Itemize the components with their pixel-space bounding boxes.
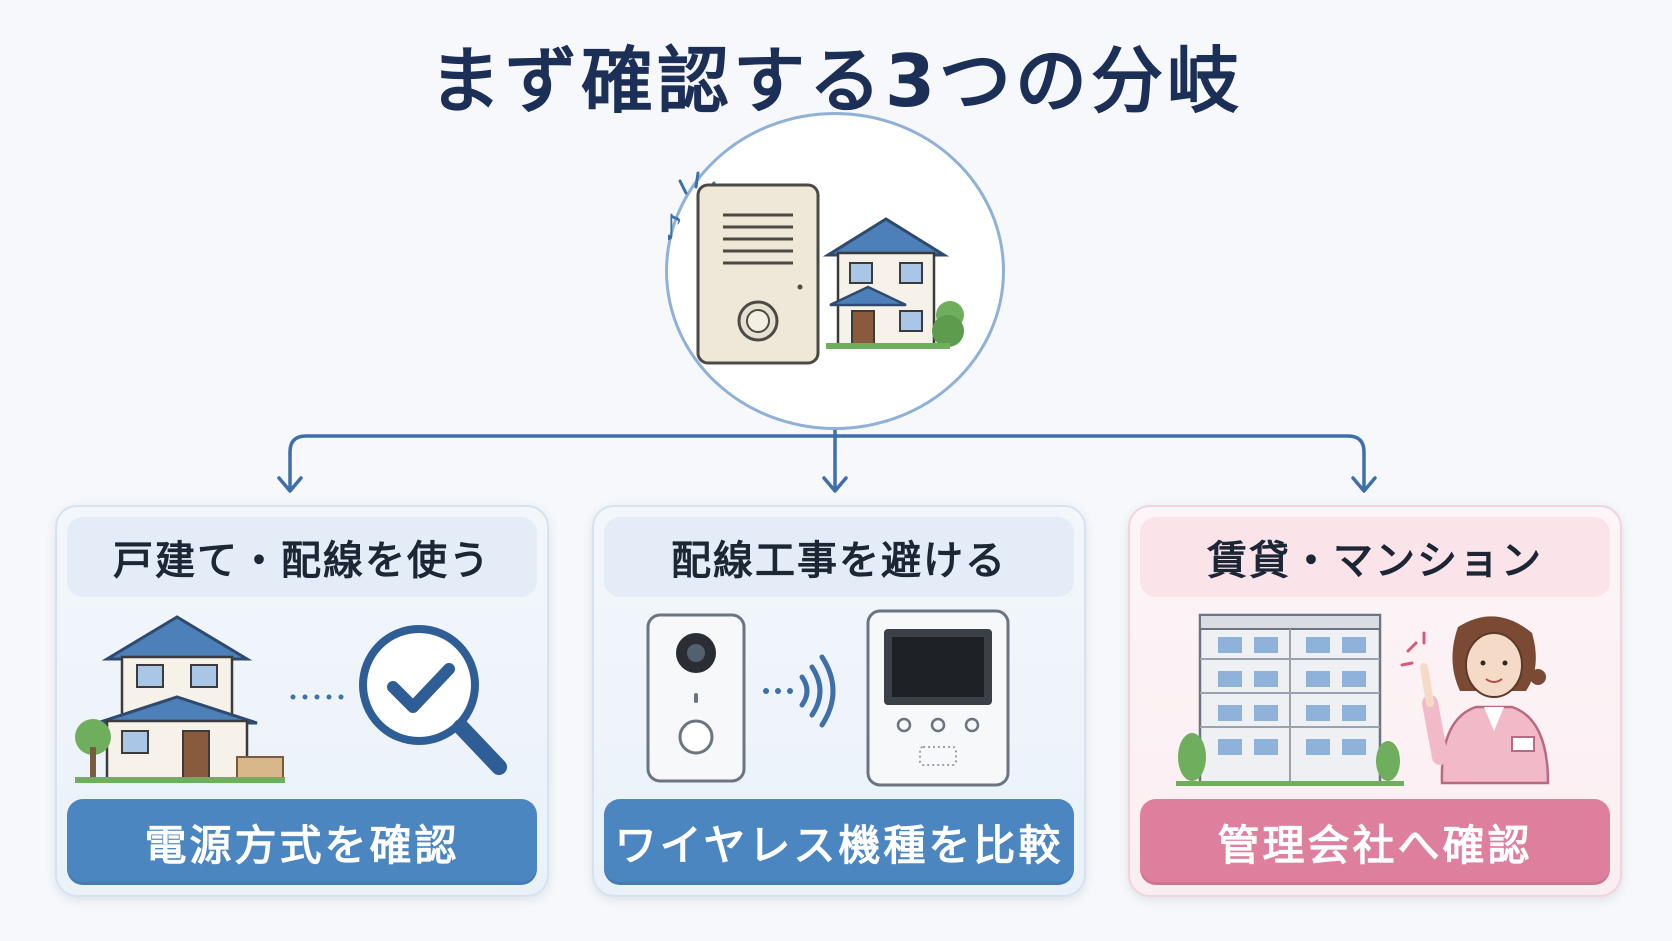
- intercom-unit-icon: [696, 183, 820, 365]
- branch-card-detached: 戸建て・配線を使う: [55, 505, 549, 897]
- branch-card-rental: 賃貸・マンション: [1128, 505, 1622, 897]
- branch-illustration: [67, 607, 541, 797]
- video-doorbell-icon: [646, 613, 746, 783]
- dotted-connector: [290, 694, 344, 700]
- monitor-unit-icon: [866, 609, 1010, 787]
- house-icon: [822, 217, 964, 349]
- branch-card-wireless: 配線工事を避ける: [592, 505, 1086, 897]
- branch-illustration: [604, 607, 1078, 797]
- hero-intercom-illustration: ♪: [660, 112, 1005, 430]
- wireless-signal-icon: [763, 654, 836, 728]
- magnifier-check-icon: [359, 625, 507, 775]
- branch-heading: 配線工事を避ける: [604, 517, 1074, 597]
- apartment-building-icon: [1176, 613, 1404, 786]
- check-power-button[interactable]: 電源方式を確認: [67, 799, 537, 885]
- branch-heading: 賃貸・マンション: [1140, 517, 1610, 597]
- branch-heading: 戸建て・配線を使う: [67, 517, 537, 597]
- ask-management-button[interactable]: 管理会社へ確認: [1140, 799, 1610, 885]
- page-title: まず確認する3つの分岐: [428, 39, 1244, 123]
- compare-wireless-button[interactable]: ワイヤレス機種を比較: [604, 799, 1074, 885]
- svg-text:♪: ♪: [668, 208, 683, 249]
- staff-woman-icon: [1400, 616, 1550, 785]
- branch-illustration: [1140, 607, 1614, 797]
- house-icon: [75, 615, 285, 783]
